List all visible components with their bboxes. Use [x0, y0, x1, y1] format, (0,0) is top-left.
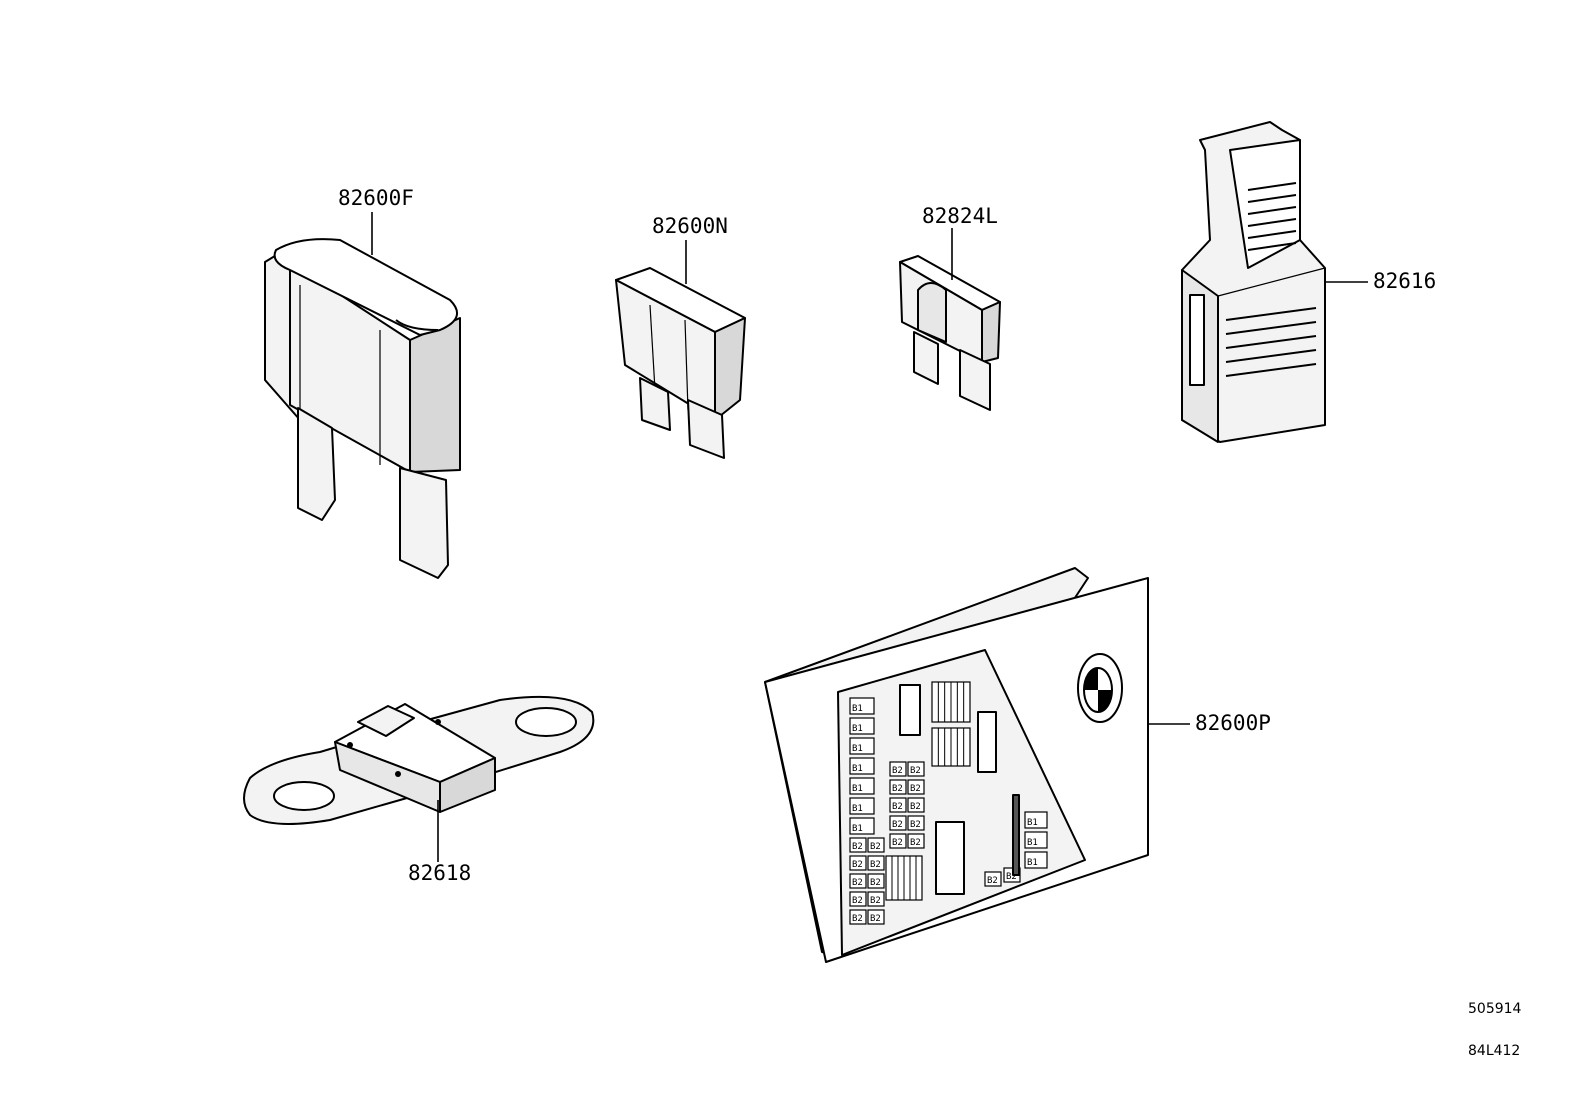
fuse-cell	[907, 833, 925, 849]
fuse-cell	[867, 837, 885, 853]
fuse-cell-label: B2	[910, 802, 921, 812]
fuse-cell	[889, 779, 907, 795]
part-label-mini-fuse[interactable]: 82824L	[922, 204, 998, 228]
fuse-cell-label: B2	[852, 842, 863, 852]
mini-fuse-drawing: 82824L	[899, 204, 1001, 411]
fuse-cell	[867, 873, 885, 889]
fuse-cell	[849, 777, 875, 795]
fuse-cell	[849, 873, 867, 889]
fuse-cell-label: B1	[852, 824, 863, 834]
fuse-cell	[867, 891, 885, 907]
fuse-cell-label: B2	[852, 914, 863, 924]
fuse-cell-label: B2	[987, 876, 998, 886]
fuse-cell-label: B2	[910, 820, 921, 830]
fuse-cell	[907, 815, 925, 831]
blade-fuse-drawing: 82600N	[615, 214, 746, 459]
fuse-cell-label: B2	[892, 838, 903, 848]
fuse-cell	[889, 761, 907, 777]
fuse-cell	[849, 757, 875, 775]
reference-code-figure: 505914	[1468, 1001, 1522, 1017]
fuse-cell	[867, 855, 885, 871]
fuse-cell	[889, 833, 907, 849]
fuse-cell	[849, 817, 875, 835]
fuse-cell-label: B1	[852, 704, 863, 714]
fuse-cell-label: B2	[1006, 872, 1017, 882]
fuse-cell-label: B1	[1027, 818, 1038, 828]
fuse-cell-label: B2	[910, 784, 921, 794]
fuse-cell-label: B2	[870, 914, 881, 924]
fuse-cell-label: B1	[852, 784, 863, 794]
fuse-cell	[1024, 851, 1048, 869]
fuse-puller-drawing: 82616	[1181, 121, 1436, 443]
fuse-cell-label: B1	[1027, 858, 1038, 868]
fuse-cell-label: B2	[892, 784, 903, 794]
part-label-fuse-card[interactable]: 82600P	[1195, 711, 1271, 735]
reference-code-catalog: 84L412	[1468, 1043, 1520, 1059]
fuse-cell	[849, 717, 875, 735]
fuse-cell	[889, 815, 907, 831]
part-label-blade-fuse[interactable]: 82600N	[652, 214, 728, 238]
fuse-cell	[984, 871, 1002, 887]
fuse-cell	[889, 797, 907, 813]
fuse-cell-label: B1	[852, 744, 863, 754]
fuse-cell-label: B2	[870, 878, 881, 888]
fuse-cell-label: B2	[892, 802, 903, 812]
bmw-logo-icon	[1077, 653, 1123, 723]
maxi-fuse-drawing: 82600F	[264, 186, 461, 579]
fuse-cell-label: B1	[852, 764, 863, 774]
fuse-cell	[907, 761, 925, 777]
fuse-cell-label: B2	[910, 838, 921, 848]
fuse-cell	[849, 891, 867, 907]
fuse-cell-label: B2	[870, 896, 881, 906]
fuse-cell	[907, 797, 925, 813]
fuse-cell-label: B1	[1027, 838, 1038, 848]
fuse-cell	[849, 737, 875, 755]
part-label-bolt-in-fuse[interactable]: 82618	[408, 861, 471, 885]
fuse-cell-label: B2	[852, 896, 863, 906]
bolt-in-fuse-drawing: 82618	[243, 695, 595, 885]
fuse-cell-label: B2	[910, 766, 921, 776]
fuse-cell	[849, 697, 875, 715]
part-label-fuse-puller[interactable]: 82616	[1373, 269, 1436, 293]
fuse-cell	[849, 797, 875, 815]
fuse-cell	[1024, 811, 1048, 829]
fuse-cell-label: B2	[852, 878, 863, 888]
fuse-cell-label: B1	[852, 804, 863, 814]
fuse-cell	[907, 779, 925, 795]
fuse-cell-label: B2	[892, 766, 903, 776]
fuse-cell	[867, 909, 885, 925]
fuse-cell-label: B2	[870, 842, 881, 852]
fuse-cell	[849, 837, 867, 853]
fuse-cell	[849, 909, 867, 925]
fuse-cell-label: B2	[870, 860, 881, 870]
fuse-cell	[849, 855, 867, 871]
fuse-cell-label: B1	[852, 724, 863, 734]
part-label-maxi-fuse[interactable]: 82600F	[338, 186, 414, 210]
fuse-cell-label: B2	[892, 820, 903, 830]
fuse-cell	[1024, 831, 1048, 849]
fuse-cell-label: B2	[852, 860, 863, 870]
